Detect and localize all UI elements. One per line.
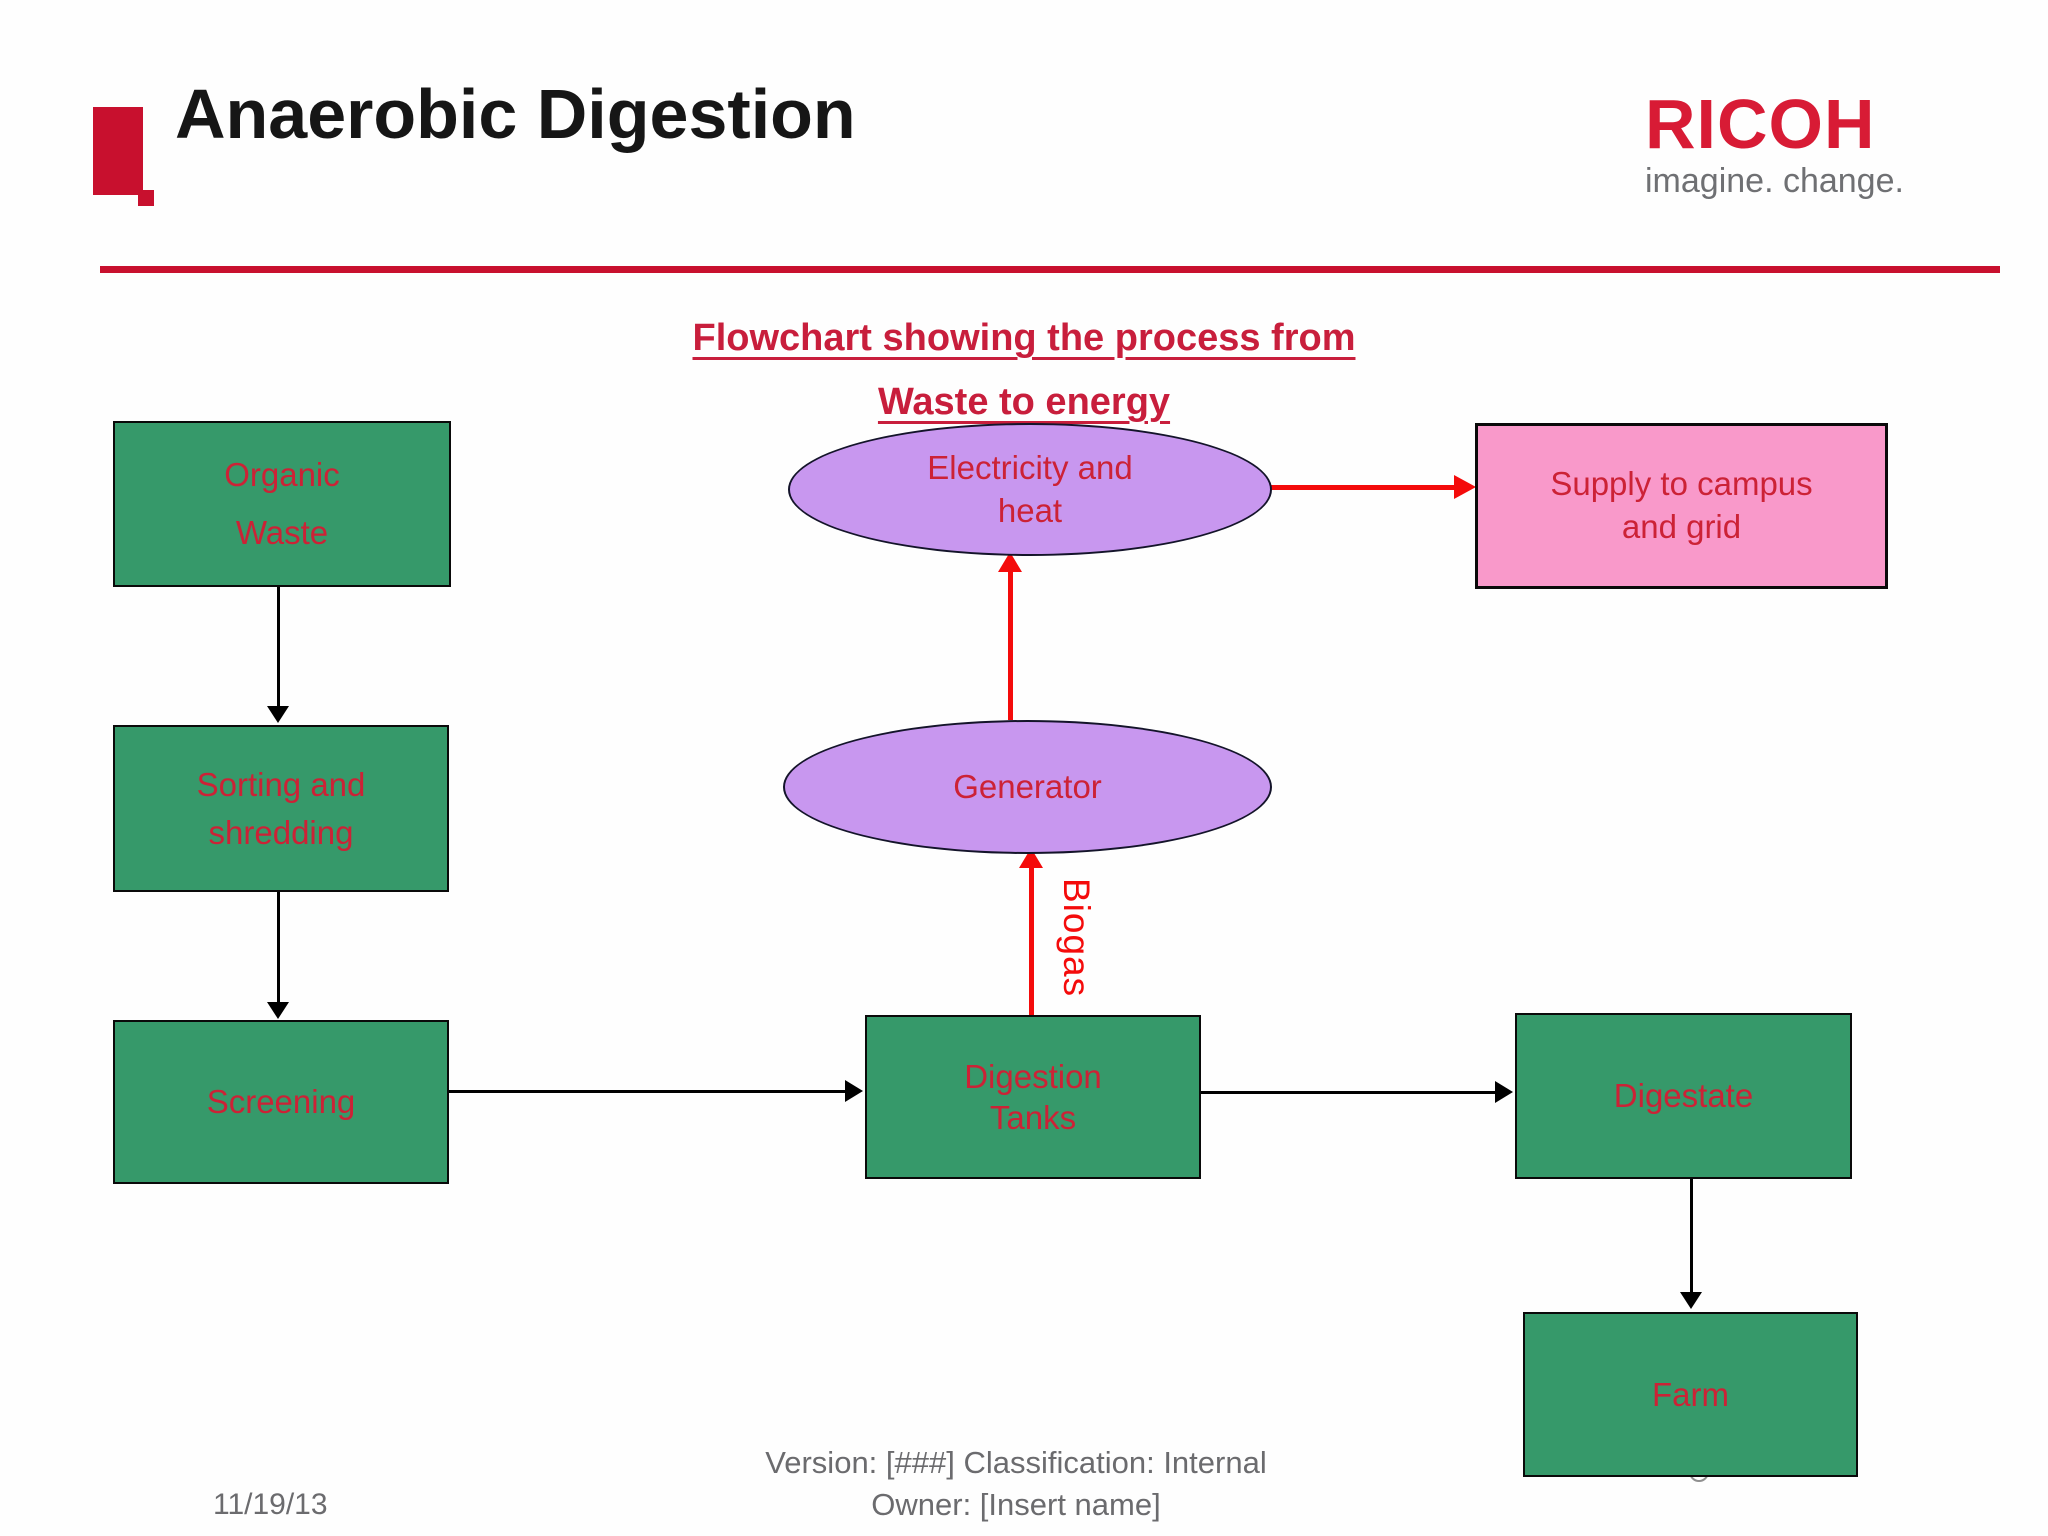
- node-supply-line2: and grid: [1621, 508, 1742, 545]
- arrow-sorting-to-screening-head: [267, 1002, 289, 1019]
- node-generator: Generator: [783, 720, 1272, 854]
- node-digestion-tanks: Digestion Tanks: [865, 1015, 1201, 1179]
- footer-date: 11/19/13: [213, 1488, 328, 1521]
- node-sorting-line1: Sorting and: [196, 765, 366, 803]
- node-electricity-line2: heat: [997, 491, 1063, 529]
- node-sorting-shredding: Sorting and shredding: [113, 725, 449, 892]
- node-supply-campus-grid: Supply to campus and grid: [1475, 423, 1888, 589]
- node-organic-waste-line2: Waste: [235, 514, 329, 551]
- node-farm: Farm: [1523, 1312, 1858, 1477]
- node-digestion-line1: Digestion: [964, 1057, 1102, 1095]
- arrow-screening-to-digestion-line: [445, 1090, 845, 1093]
- node-organic-waste: Organic Waste: [113, 421, 451, 587]
- arrow-organic-to-sorting-head: [267, 706, 289, 723]
- node-organic-waste-line1: Organic: [224, 456, 340, 494]
- arrow-electricity-to-supply-line: [1268, 485, 1458, 490]
- slide-title: Anaerobic Digestion: [175, 75, 856, 153]
- node-digestate: Digestate: [1515, 1013, 1852, 1179]
- arrow-digestion-to-generator-line: [1029, 866, 1034, 1015]
- arrow-digestate-to-farm-line: [1690, 1175, 1693, 1293]
- arrow-digestion-to-digestate-line: [1197, 1091, 1497, 1094]
- node-farm-label: Farm: [1652, 1375, 1729, 1413]
- title-accent-square-icon: [93, 107, 154, 206]
- node-digestion-line2: Tanks: [989, 1099, 1077, 1136]
- ricoh-wordmark: RICOH: [1645, 85, 1876, 163]
- flowchart-heading-line1: Flowchart showing the process from: [692, 317, 1356, 359]
- node-screening-label: Screening: [206, 1083, 356, 1121]
- node-generator-label: Generator: [953, 767, 1102, 805]
- node-screening: Screening: [113, 1020, 449, 1184]
- footer-version-line1: Version: [###] Classification: Internal: [765, 1445, 1267, 1480]
- node-electricity-heat: Electricity and heat: [788, 423, 1272, 556]
- flowchart-heading: Flowchart showing the process from Waste…: [424, 306, 1624, 434]
- node-sorting-line2: shredding: [208, 813, 354, 851]
- arrow-digestate-to-farm-head: [1680, 1292, 1702, 1309]
- ricoh-tagline: imagine. change.: [1645, 162, 1904, 200]
- arrow-generator-to-electricity-line: [1008, 570, 1013, 720]
- title-accent-notch-icon: [138, 190, 154, 206]
- arrow-sorting-to-screening-line: [277, 888, 280, 1003]
- node-electricity-line1: Electricity and: [927, 448, 1133, 486]
- node-supply-line1: Supply to campus: [1550, 465, 1813, 503]
- arrow-electricity-to-supply-head: [1454, 475, 1476, 499]
- footer-version-block: Version: [###] Classification: Internal …: [636, 1442, 1396, 1526]
- biogas-edge-label: Biogas: [1056, 878, 1097, 998]
- footer-version-line2: Owner: [Insert name]: [871, 1487, 1161, 1522]
- arrow-organic-to-sorting-line: [277, 583, 280, 708]
- header-divider: [100, 266, 2000, 273]
- ricoh-logo: RICOH imagine. change.: [1645, 85, 1915, 201]
- arrow-generator-to-electricity-head: [998, 552, 1022, 572]
- node-digestate-label: Digestate: [1613, 1077, 1754, 1115]
- flowchart-heading-line2: Waste to energy: [877, 381, 1171, 423]
- arrow-screening-to-digestion-head: [845, 1080, 863, 1102]
- arrow-digestion-to-digestate-head: [1495, 1081, 1513, 1103]
